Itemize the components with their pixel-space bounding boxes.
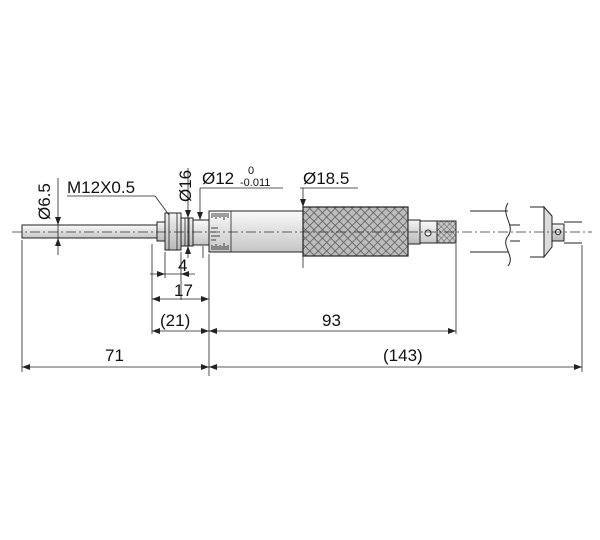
end-cap-pin [424, 229, 432, 237]
bottom-dimensions: 4 17 (21) 93 71 (143) [21, 240, 583, 376]
spindle-diameter-label: Ø6.5 [35, 183, 54, 220]
far-end-fitting [530, 205, 582, 259]
dim-21-label: (21) [160, 311, 190, 330]
dim-93-label: 93 [322, 311, 341, 330]
spindle [21, 224, 161, 239]
dim-71-label: 71 [105, 346, 124, 365]
stem [192, 219, 210, 246]
top-dimensions: Ø6.5 M12X0.5 Ø16 Ø12 0 -0.011 Ø18.5 [35, 165, 358, 268]
knurled-grip [302, 206, 409, 257]
dim-17-label: 17 [174, 281, 193, 300]
micrometer-body [12, 202, 592, 267]
spindle-collar [156, 221, 166, 242]
dim-4-label: 4 [178, 256, 187, 275]
dim-143-label: (143) [383, 346, 423, 365]
stem-tolerance-lower: -0.011 [240, 177, 270, 189]
thread-label: M12X0.5 [67, 178, 135, 197]
stem-tolerance-upper: 0 [248, 165, 254, 177]
thimble-diameter-label: Ø18.5 [303, 169, 349, 188]
stem-diameter-label: Ø12 [202, 169, 234, 188]
flange-diameter-label: Ø16 [176, 170, 195, 202]
thimble-graduations [211, 213, 229, 250]
thread-nut [164, 212, 182, 251]
break-lines [470, 202, 520, 267]
thimble [208, 210, 304, 253]
